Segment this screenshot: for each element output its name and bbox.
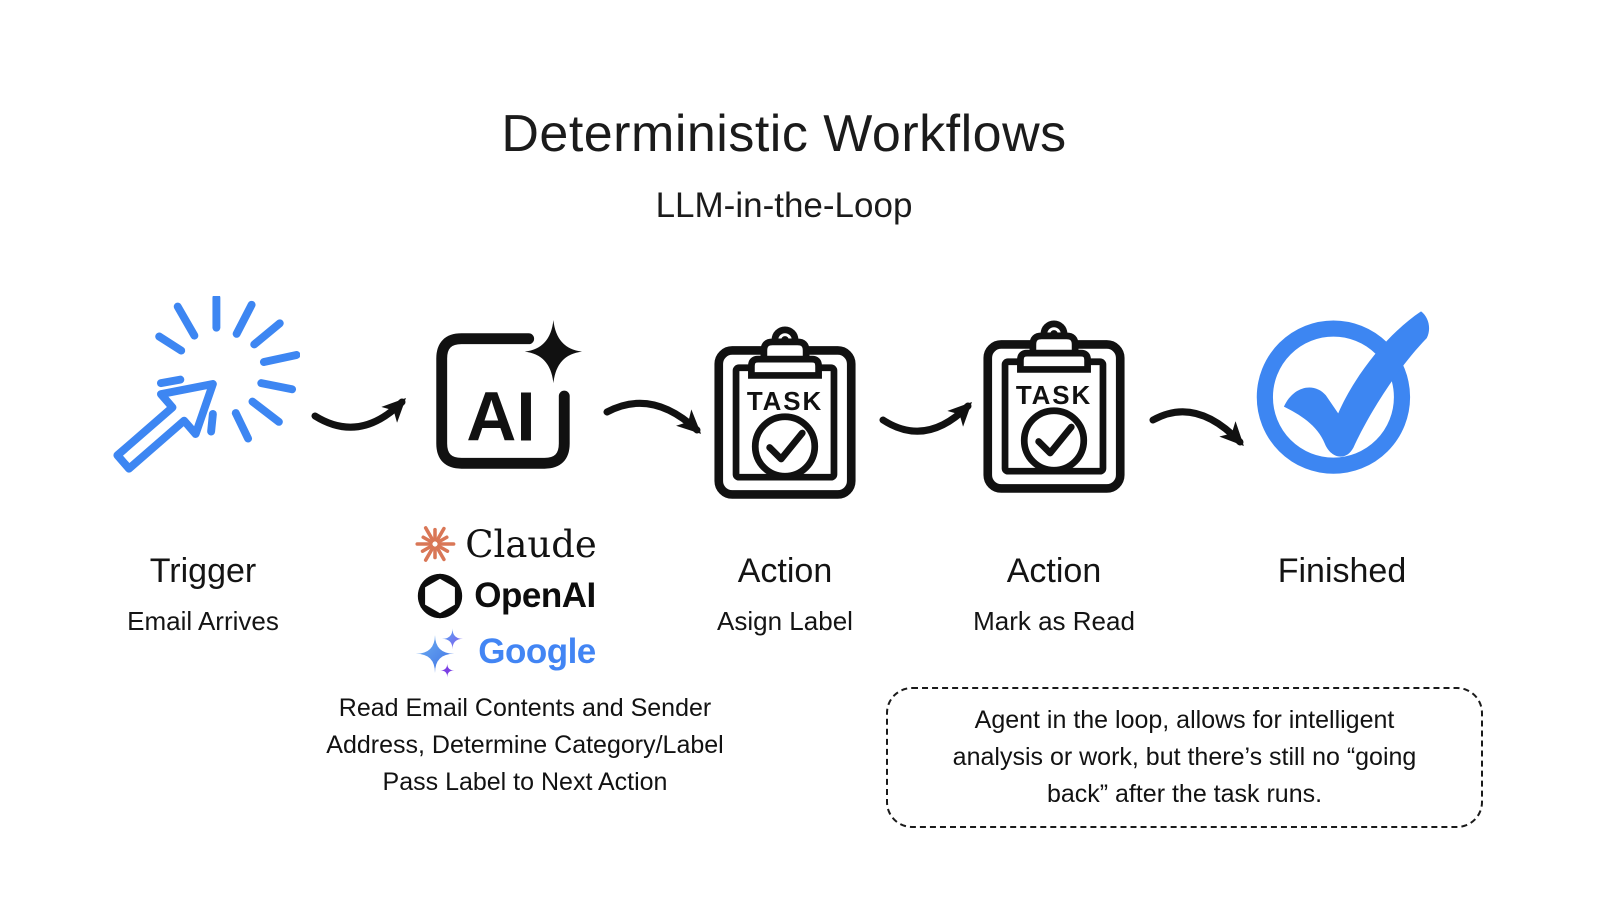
flow-step-action-2: TASK	[972, 308, 1136, 500]
title-block: Deterministic Workflows LLM-in-the-Loop	[0, 104, 1568, 226]
task-text: TASK	[1016, 382, 1092, 410]
ai-description: Read Email Contents and Sender Address, …	[272, 690, 778, 801]
trigger-label: Trigger	[149, 552, 257, 590]
flow-step-action-1: TASK	[703, 314, 867, 506]
ai-sparkle-icon: AI	[436, 319, 583, 469]
task-text: TASK	[747, 388, 823, 416]
note-line: analysis or work, but there’s still no “…	[952, 743, 1417, 771]
ai-description-line: Address, Determine Category/Label	[326, 731, 724, 759]
task-clipboard-icon: TASK	[983, 320, 1125, 493]
provider-openai-label: OpenAI	[474, 576, 596, 615]
curved-arrow-1-icon	[311, 398, 406, 431]
flow-step-trigger	[102, 296, 300, 494]
action-1-label: Action	[737, 552, 833, 590]
provider-openai: OpenAI	[414, 570, 596, 622]
flow-step-finished	[1242, 292, 1442, 488]
flow-step-ai: AI	[418, 312, 586, 490]
provider-list: Claude OpenAI	[372, 522, 638, 680]
cursor-click-icon	[113, 296, 300, 473]
note-line: back” after the task runs.	[1046, 780, 1323, 808]
task-clipboard-icon: TASK	[714, 326, 856, 499]
provider-claude-label: Claude	[465, 522, 597, 566]
curved-arrow-4-icon	[1149, 408, 1244, 447]
check-circle-icon	[1256, 311, 1430, 474]
action-2-label: Action	[1006, 552, 1102, 590]
ai-icon-text: AI	[466, 378, 535, 456]
page-subtitle: LLM-in-the-Loop	[655, 186, 913, 225]
trigger-sublabel: Email Arrives	[127, 606, 279, 636]
note-line: Agent in the loop, allows for intelligen…	[974, 706, 1395, 734]
provider-claude: Claude	[413, 522, 597, 566]
ai-description-line: Pass Label to Next Action	[382, 768, 668, 796]
page-title: Deterministic Workflows	[501, 105, 1067, 163]
curved-arrow-2-icon	[603, 399, 702, 434]
agent-note-box: Agent in the loop, allows for intelligen…	[886, 687, 1483, 828]
action-2-sublabel: Mark as Read	[973, 606, 1135, 636]
google-gemini-icon	[415, 628, 464, 678]
provider-google-label: Google	[478, 632, 596, 671]
ai-description-line: Read Email Contents and Sender	[338, 694, 712, 722]
action-1-sublabel: Asign Label	[717, 606, 853, 636]
curved-arrow-3-icon	[879, 402, 972, 435]
provider-google: Google	[414, 624, 596, 680]
claude-logo-icon	[415, 526, 456, 562]
openai-logo-icon	[418, 573, 463, 619]
finished-label: Finished	[1277, 552, 1407, 590]
